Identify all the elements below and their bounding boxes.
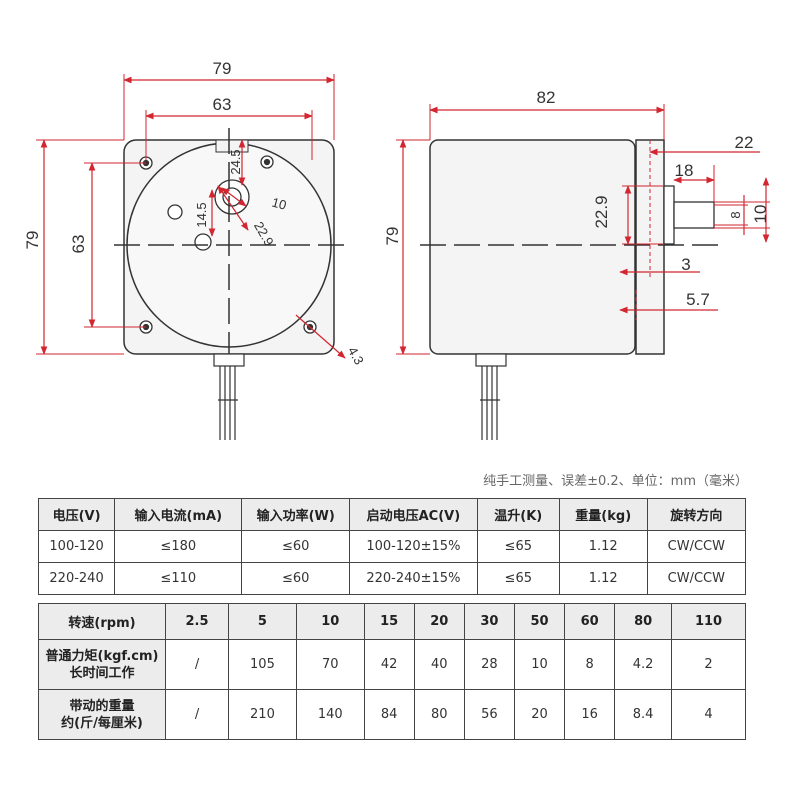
torque-row-cell: 2 — [671, 639, 746, 690]
spec-header-cell: 输入电流(mA) — [114, 498, 243, 531]
front-connector — [213, 353, 245, 367]
load-row-cell: 4 — [671, 689, 746, 740]
side-connector — [475, 353, 507, 367]
torque-row-cell: 40 — [413, 639, 465, 690]
torque-row-cell: 42 — [363, 639, 415, 690]
torque-row-cell: 4.2 — [614, 639, 673, 690]
load-row-cell: 8.4 — [614, 689, 673, 740]
speed-header-label: 转速(rpm) — [38, 603, 166, 640]
spec-cell: 220-240±15% — [348, 562, 478, 595]
spec-cell: ≤60 — [241, 562, 350, 595]
spec-cell: CW/CCW — [646, 530, 747, 563]
speed-header-cell: 20 — [413, 603, 465, 640]
load-row-cell: 20 — [513, 689, 566, 740]
dim-front-width-outer: 79 — [213, 59, 232, 78]
dim-front-boss-height: 24.5 — [228, 149, 243, 174]
front-screw-1 — [167, 204, 183, 220]
spec-cell: 1.12 — [558, 530, 648, 563]
load-row-cell: 140 — [295, 689, 365, 740]
dim-front-width-holes: 63 — [213, 95, 232, 114]
electrical-spec-table: 电压(V)输入电流(mA)输入功率(W)启动电压AC(V)温升(K)重量(kg)… — [37, 498, 747, 595]
dim-side-length: 82 — [537, 88, 556, 107]
dim-side-flange-thickness: 5.7 — [686, 290, 710, 309]
spec-header-cell: 旋转方向 — [646, 498, 747, 531]
front-view: 79 63 79 63 24.5 14.5 10 22.9 4.3 — [23, 59, 367, 440]
side-view: 82 79 22 18 22.9 8 10 3 5 — [383, 88, 770, 440]
spec-cell: ≤65 — [476, 530, 560, 563]
dim-side-boss-dia: 22.9 — [592, 195, 611, 228]
dim-side-shaft-flat-dia: 8 — [728, 211, 743, 218]
dim-side-height: 79 — [383, 227, 402, 246]
speed-header-cell: 10 — [295, 603, 365, 640]
torque-row-cell: 70 — [295, 639, 365, 690]
load-row-cell: 210 — [228, 689, 297, 740]
dim-side-shaft-total: 22 — [735, 133, 754, 152]
torque-row-cell: 8 — [564, 639, 616, 690]
torque-row-cell: 105 — [228, 639, 297, 690]
torque-row-cell: 28 — [463, 639, 515, 690]
speed-header-cell: 30 — [463, 603, 515, 640]
spec-header-cell: 启动电压AC(V) — [348, 498, 478, 531]
dim-front-mount-hole: 4.3 — [345, 344, 367, 367]
load-row-label: 带动的重量约(斤/每厘米) — [38, 689, 166, 740]
speed-header-cell: 60 — [564, 603, 616, 640]
spec-cell: 1.12 — [558, 562, 648, 595]
torque-row-label: 普通力矩(kgf.cm)长时间工作 — [38, 639, 166, 690]
load-row-cell: 16 — [564, 689, 616, 740]
spec-cell: 100-120 — [37, 530, 116, 563]
side-shaft — [673, 201, 715, 229]
spec-header-cell: 温升(K) — [476, 498, 560, 531]
motor-dimension-drawing: 79 63 79 63 24.5 14.5 10 22.9 4.3 — [23, 59, 770, 440]
spec-cell: 220-240 — [37, 562, 116, 595]
speed-header-cell: 110 — [671, 603, 746, 640]
spec-cell: ≤65 — [476, 562, 560, 595]
side-wires — [480, 366, 500, 440]
load-row-cell: 56 — [463, 689, 515, 740]
side-body — [429, 139, 636, 355]
spec-header-cell: 输入功率(W) — [241, 498, 350, 531]
dim-front-height-holes: 63 — [69, 235, 88, 254]
torque-row-cell: / — [164, 639, 230, 690]
speed-header-cell: 50 — [513, 603, 566, 640]
load-row-cell: 80 — [413, 689, 465, 740]
dim-side-boss-thickness: 3 — [681, 255, 690, 274]
spec-cell: CW/CCW — [646, 562, 747, 595]
front-screw-2 — [194, 233, 212, 251]
dim-front-shaft-circle: 10 — [270, 195, 288, 213]
dim-side-shaft-dia: 10 — [751, 205, 770, 224]
speed-header-cell: 2.5 — [164, 603, 230, 640]
spec-cell: ≤110 — [114, 562, 243, 595]
dim-front-hub-offset: 14.5 — [194, 202, 209, 227]
torque-row-cell: 10 — [513, 639, 566, 690]
spec-cell: 100-120±15% — [348, 530, 478, 563]
spec-header-cell: 电压(V) — [37, 498, 116, 531]
measurement-note: 纯手工测量、误差±0.2、单位：mm（毫米） — [483, 474, 748, 489]
spec-header-cell: 重量(kg) — [558, 498, 648, 531]
speed-header-cell: 80 — [614, 603, 673, 640]
dim-front-height-outer: 79 — [23, 231, 42, 250]
front-wires — [218, 366, 238, 440]
spec-cell: ≤60 — [241, 530, 350, 563]
dim-side-shaft-flat: 18 — [675, 161, 694, 180]
load-row-cell: 84 — [363, 689, 415, 740]
spec-cell: ≤180 — [114, 530, 243, 563]
side-boss — [663, 185, 675, 245]
load-row-cell: / — [164, 689, 230, 740]
speed-header-cell: 15 — [363, 603, 415, 640]
speed-header-cell: 5 — [228, 603, 297, 640]
